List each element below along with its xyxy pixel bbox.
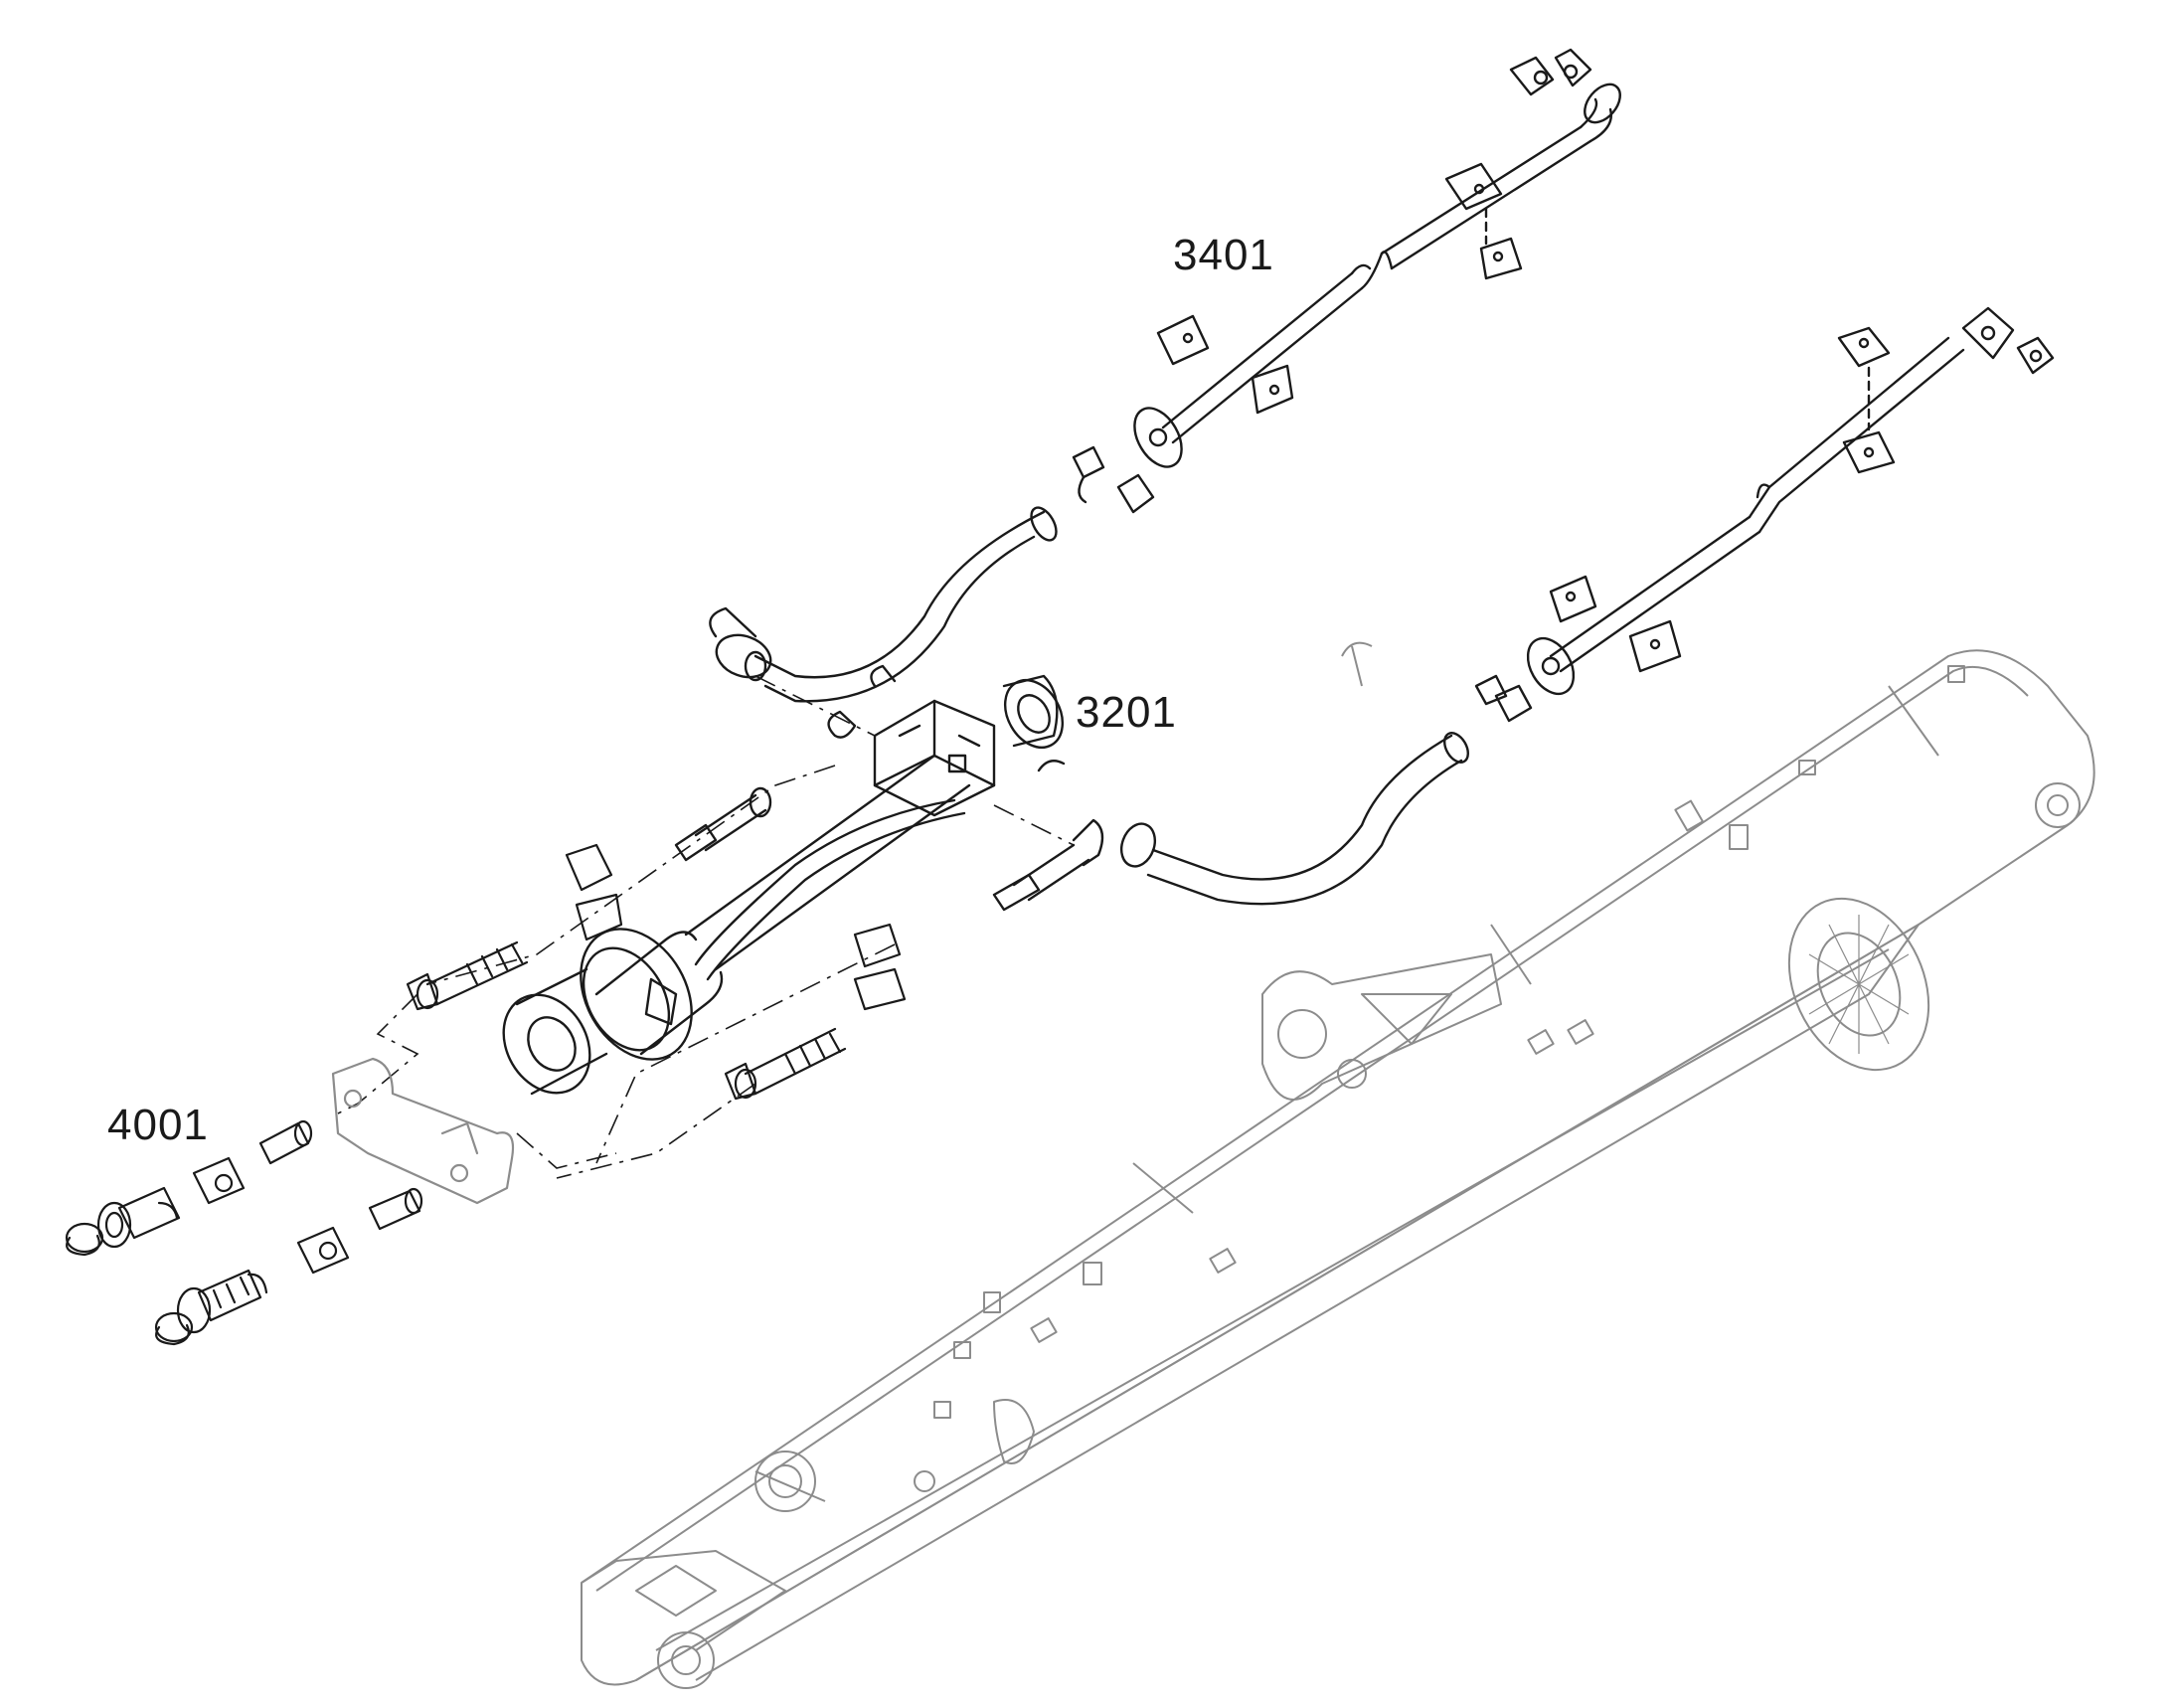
quick-coupler-assembly (65, 1057, 515, 1346)
callout-3401: 3401 (1173, 231, 1274, 279)
lower-hydraulic-line (1119, 306, 2055, 906)
assembly-guide-lines (337, 675, 1075, 1179)
hose-sleeves (406, 843, 907, 1101)
hydraulic-cylinder (502, 664, 1104, 1096)
callout-4001: 4001 (107, 1101, 209, 1149)
boom-arm (581, 641, 2095, 1689)
callout-3201: 3201 (1076, 688, 1177, 737)
upper-hydraulic-line (709, 48, 1621, 703)
